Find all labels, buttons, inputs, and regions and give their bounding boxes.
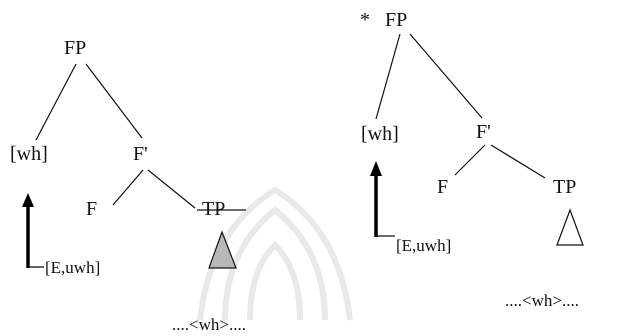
right-star-label: * [360,9,370,31]
left-tree: FP [wh] F' F TP [E,uwh] ....<wh>.... [10,37,246,334]
background-watermark [197,186,353,321]
right-head-label: F [437,176,448,198]
left-edge-root-spec [35,63,77,141]
left-edge-fbar-comp [147,169,196,209]
right-complement-triangle [556,208,584,246]
right-edge-root-fbar [409,33,483,119]
left-root-label: FP [64,37,86,59]
right-edge-fbar-head [454,144,486,176]
left-edge-fbar-head [112,169,144,206]
left-fbar-label: F' [133,143,148,165]
right-trace-label: ....<wh>.... [505,291,579,310]
right-edge-fbar-comp [490,144,546,179]
right-fbar-label: F' [476,121,491,143]
right-root-label: FP [385,9,407,31]
left-probe-label: [E,uwh] [45,258,100,277]
right-probe-label: [E,uwh] [396,236,451,255]
right-edge-root-spec [375,33,401,120]
left-edge-root-fbar [85,63,143,139]
right-tree: * FP [wh] F' F TP [E,uwh] ....<wh>.... [360,9,584,310]
left-complement-label: TP [202,198,225,220]
right-movement-arrow-head [370,161,382,176]
left-spec-label: [wh] [10,143,48,165]
right-spec-label: [wh] [361,123,399,145]
left-movement-arrow-head [22,193,34,207]
left-trace-label: ....<wh>.... [172,315,246,334]
left-head-label: F [86,198,97,220]
right-complement-label: TP [553,176,576,198]
left-complement-triangle [208,230,237,269]
